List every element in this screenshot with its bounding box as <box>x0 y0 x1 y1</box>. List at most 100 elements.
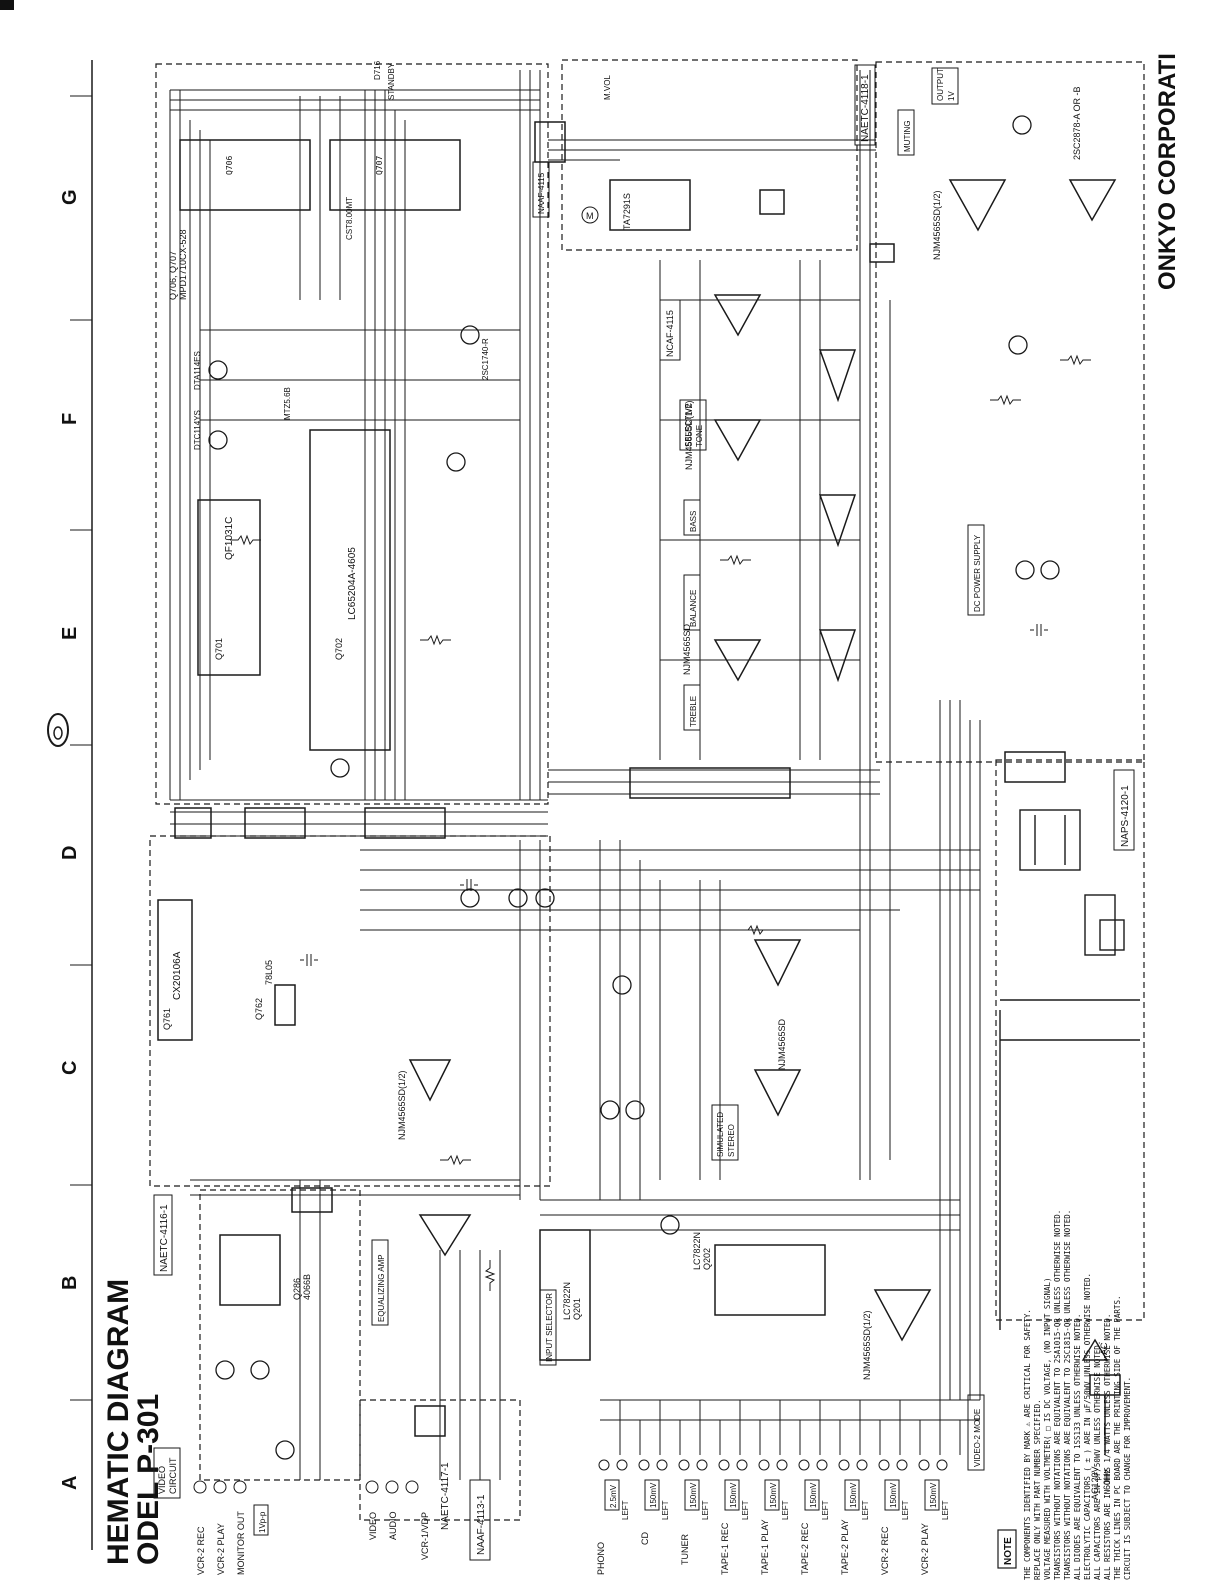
board-naps-4120: NAPS-4120-1 <box>1120 785 1131 847</box>
board-naetc-4116 <box>199 1189 361 1481</box>
misc-labels: STANDBY M.VOL D716 MTZ5.6B DTC114YS DTA1… <box>193 60 612 450</box>
corner-mark <box>0 0 14 10</box>
input-cd: 150mV CD LEFT <box>638 1459 670 1545</box>
grid-letter-g: G <box>59 189 81 205</box>
treble-label: TREBLE <box>689 696 698 727</box>
q432-part: NJM4565SD(1/2) <box>684 400 694 470</box>
ic-q706: Q706, Q707 MPD1710CX-528 Q706 Q707 <box>168 139 461 300</box>
dtc114ys-label: DTC114YS <box>193 410 202 450</box>
svg-text:Q707: Q707 <box>375 156 384 175</box>
svg-text:150mV: 150mV <box>849 1482 858 1508</box>
board-naetc-4118: NAETC-4118-1 <box>860 74 871 142</box>
notes-block: NOTE THE COMPONENTS IDENTIFIED BY MARK ⚠… <box>997 1210 1132 1580</box>
svg-text:LEFT: LEFT <box>821 1500 830 1520</box>
board-control-top <box>155 63 549 805</box>
grid-reference: A B C D E F G <box>59 60 93 1550</box>
board-naetc-4118 <box>561 59 858 251</box>
input-tape1-play: 150mV TAPE-1 PLAY LEFT <box>758 1459 790 1575</box>
ic-ta7291s: TA7291S M <box>581 179 691 231</box>
ic-q286: Q286 4066B <box>219 1234 312 1306</box>
wiring-bus <box>169 70 981 1480</box>
block-labels: VIDEO CIRCUIT EQUALIZING AMP INPUT SELEC… <box>153 67 985 1499</box>
equalizing-amp-label: EQUALIZING AMP <box>377 1254 386 1322</box>
bass-label: BASS <box>689 511 698 532</box>
grid-letter-d: D <box>59 846 81 860</box>
svg-text:LEFT: LEFT <box>701 1500 710 1520</box>
svg-text:LEFT: LEFT <box>781 1500 790 1520</box>
dc-power-supply-label: DC POWER SUPPLY <box>973 534 982 612</box>
input-vcr2-play: 150mV VCR-2 PLAY LEFT <box>918 1459 950 1575</box>
balance-label: BALANCE <box>689 590 698 627</box>
note-11: CIRCUIT IS SUBJECT TO CHANGE FOR IMPROVE… <box>1123 1377 1132 1580</box>
dta114es-label: DTA114ES <box>193 351 202 390</box>
svg-text:LEFT: LEFT <box>941 1500 950 1520</box>
q401-part: NJM4565SD <box>682 623 692 675</box>
svg-text:AC: AC <box>1099 1342 1109 1355</box>
svg-text:LEFT: LEFT <box>901 1500 910 1520</box>
video-circuit-line1: VIDEO <box>157 1466 167 1494</box>
note-1: THE COMPONENTS IDENTIFIED BY MARK ⚠ ARE … <box>1023 1309 1032 1580</box>
video-level: 1Vp-p <box>258 1511 267 1533</box>
svg-text:TAPE-1 PLAY: TAPE-1 PLAY <box>760 1519 770 1575</box>
q761-label: Q761 <box>162 1008 172 1030</box>
video-circuit-line2: CIRCUIT <box>168 1457 178 1494</box>
2sc1740-label: 2SC1740-R <box>481 338 490 380</box>
m-vol-label: M.VOL <box>603 75 612 100</box>
q241-part: NJM4565SD(1/2) <box>862 1310 872 1380</box>
q286-part: 4066B <box>302 1274 312 1300</box>
q473-part: 2SC2878-A OR -B <box>1072 86 1082 160</box>
q201-label: Q201 <box>572 1298 582 1320</box>
q702-part: LC65204A-4605 <box>347 547 358 620</box>
board-naaf-4113: NAAF-4113-1 <box>476 1494 487 1555</box>
model-title: ODEL P-301 <box>132 1394 165 1565</box>
title-block: HEMATIC DIAGRAM ODEL P-301 <box>102 1279 165 1565</box>
grid-letter-f: F <box>59 413 81 425</box>
input-phono: 2.5mV PHONO LEFT <box>596 1459 630 1575</box>
svg-text:150mV: 150mV <box>689 1482 698 1508</box>
svg-text:LEFT: LEFT <box>741 1500 750 1520</box>
input-tape1-rec: 150mV TAPE-1 REC LEFT <box>718 1459 750 1575</box>
svg-text:150mV: 150mV <box>649 1482 658 1508</box>
svg-text:LEFT: LEFT <box>621 1500 630 1520</box>
ic-q202: LC7822N Q202 <box>692 1232 826 1316</box>
svg-text:TAPE-1 REC: TAPE-1 REC <box>720 1522 730 1575</box>
video-jacks: VCR-2 REC VCR-2 PLAY MONITOR OUT 1Vp-p V… <box>193 1480 430 1575</box>
op-amps: NJM4565SD(1/2) NJM4565SD NJM4565SD NJM45… <box>397 86 1117 1380</box>
svg-text:PHONO: PHONO <box>596 1542 606 1575</box>
svg-text:150mV: 150mV <box>729 1482 738 1508</box>
svg-text:M: M <box>586 211 594 221</box>
passive-components <box>230 354 1091 1291</box>
video-jack-vcr2-rec: VCR-2 REC <box>196 1526 206 1575</box>
power-transformer: AC <box>999 809 1140 1361</box>
note-3: VOLTAGE MEASURED WITH VOLTMETER( □ IS DC… <box>1043 1277 1052 1580</box>
svg-text:150mV: 150mV <box>769 1482 778 1508</box>
q202-part: LC7822N <box>692 1232 702 1270</box>
grid-letter-a: A <box>59 1476 81 1490</box>
vcr1-video: VIDEO <box>368 1512 378 1540</box>
grid-letter-c: C <box>59 1061 81 1075</box>
svg-text:LEFT: LEFT <box>661 1500 670 1520</box>
board-ncaf-4115: NCAF-4115 <box>665 310 675 357</box>
board-naetc-4117: NAETC-4117-1 <box>440 1462 451 1530</box>
note-4: TRANSISTORS WITHOUT NOTATIONS ARE EQUIVA… <box>1053 1210 1062 1580</box>
q702-label: Q702 <box>334 638 344 660</box>
q101-part: NJM4565SD(1/2) <box>397 1070 407 1140</box>
vcr1-label: VCR-1/VDP <box>420 1512 430 1560</box>
note-9: ALL RESISTORS ARE IN OHMS 1/4 WATTS UNLE… <box>1103 1314 1112 1580</box>
q701-part: QF1031C <box>224 517 235 560</box>
simulated-stereo-line2: STEREO <box>727 1124 736 1157</box>
output-label-line2: 1V <box>947 91 956 101</box>
standby-label: STANDBY <box>387 62 396 100</box>
selective-tone-line1: SELECTIVE <box>684 403 693 447</box>
registration-mark <box>47 713 69 747</box>
connectors <box>174 121 1066 1437</box>
q761-part: CX20106A <box>172 951 183 1000</box>
brand-name: ONKYO CORPORATI <box>1154 53 1181 290</box>
note-2: REPLACE ONLY WITH PART NUMBER SPECIFIED. <box>1033 1399 1042 1580</box>
board-naaf-4115: NAAF-4115 <box>537 172 546 214</box>
video-jack-monitor-out: MONITOR OUT <box>236 1511 246 1575</box>
mtz-label: MTZ5.6B <box>283 387 292 420</box>
svg-text:LEFT: LEFT <box>861 1500 870 1520</box>
note-8: ALL CAPACITORS ARE IN pF/50WV UNLESS OTH… <box>1093 1341 1102 1580</box>
ac-voltage: AC120V <box>1090 1466 1100 1500</box>
